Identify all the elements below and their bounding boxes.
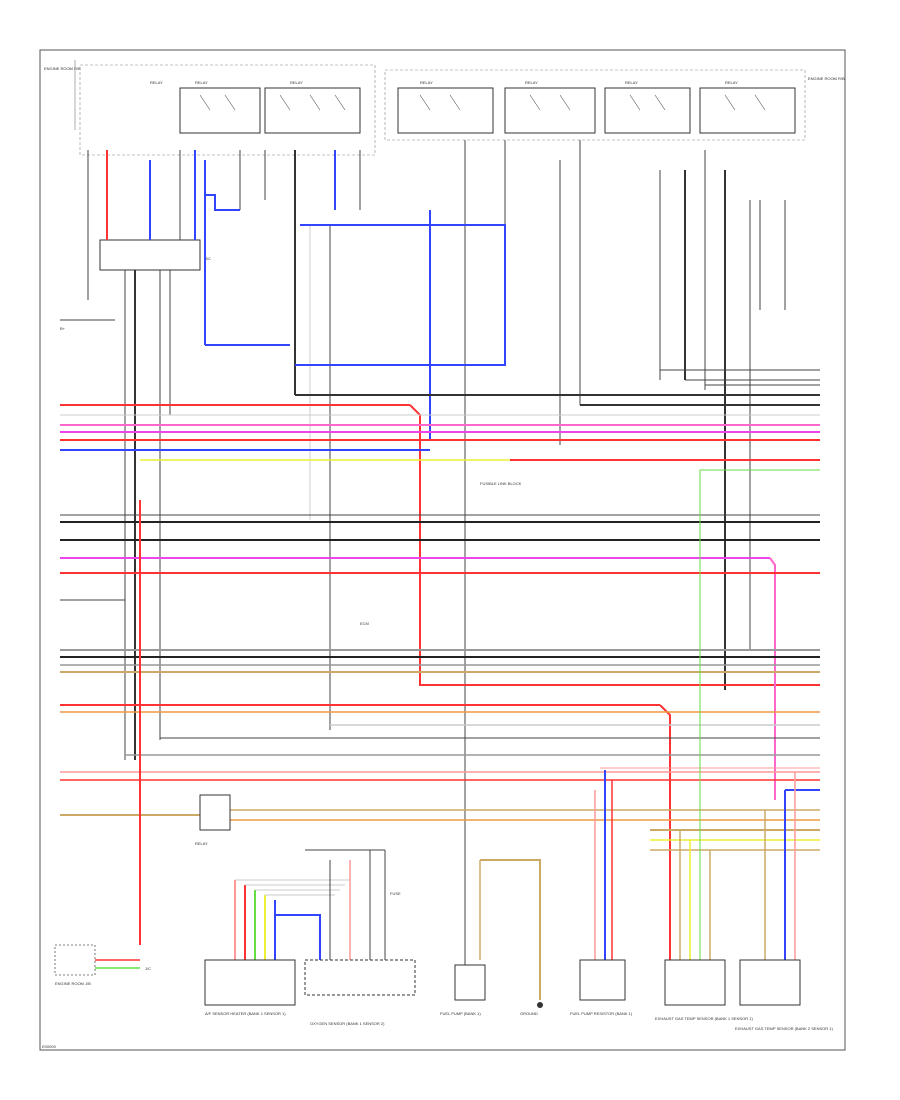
diagram-frame bbox=[39, 49, 846, 1051]
component-af-sensor bbox=[204, 959, 296, 1006]
left-connector-label: B+ bbox=[60, 326, 66, 331]
relay-label-4: RELAY bbox=[420, 80, 433, 85]
component-label-egt-b1: EXHAUST GAS TEMP SENSOR (BANK 1 SENSOR 1… bbox=[655, 1016, 753, 1021]
component-label-ground: GROUND bbox=[520, 1011, 538, 1016]
relay-box-2 bbox=[264, 87, 361, 134]
relay-box-5 bbox=[604, 87, 691, 134]
bottom-left-label: ENGINE ROOM J/B bbox=[55, 981, 91, 986]
blue-top-wire bbox=[205, 194, 240, 211]
relay-box-3 bbox=[397, 87, 494, 134]
fuse-label: FUSE bbox=[390, 891, 401, 896]
right-side-label: ENGINE ROOM R/B bbox=[808, 76, 845, 81]
left-side-label-text: ENGINE ROOM R/B bbox=[44, 66, 81, 71]
top-right-relays: RELAY RELAY RELAY RELAY bbox=[397, 80, 796, 134]
relay-label-5: RELAY bbox=[525, 80, 538, 85]
component-label-af: A/F SENSOR HEATER (BANK 1 SENSOR 1) bbox=[205, 1011, 286, 1016]
relay-label-7: RELAY bbox=[725, 80, 738, 85]
relay-label-2: RELAY bbox=[290, 80, 303, 85]
small-relay-label: RELAY bbox=[195, 841, 208, 846]
component-label-o2: OXYGEN SENSOR (BANK 1 SENSOR 2) bbox=[310, 1021, 385, 1026]
component-fuel-pump bbox=[454, 964, 486, 1001]
component-egt-b1 bbox=[664, 959, 726, 1006]
component-label-resistor: FUEL PUMP RESISTOR (BANK 1) bbox=[570, 1011, 633, 1016]
component-egt-b2 bbox=[739, 959, 801, 1006]
ground-symbol bbox=[537, 1002, 543, 1008]
relay-box-4 bbox=[504, 87, 596, 134]
bottom-components: A/F SENSOR HEATER (BANK 1 SENSOR 1) OXYG… bbox=[204, 959, 833, 1031]
left-side-label: ENGINE ROOM R/B bbox=[44, 60, 81, 130]
sensor-bundle-left: FUSE bbox=[234, 849, 401, 960]
top-left-relays: RELAY RELAY RELAY bbox=[150, 80, 361, 134]
relay-label-1: RELAY bbox=[195, 80, 208, 85]
bottom-junction-label: J/C bbox=[145, 966, 151, 971]
horizontal-buses bbox=[60, 319, 820, 960]
center-module-1-label: FUSIBLE LINK BLOCK bbox=[480, 481, 522, 486]
relay-label-3: RELAY bbox=[150, 80, 163, 85]
component-o2-sensor bbox=[304, 959, 416, 996]
relay-label-6: RELAY bbox=[625, 80, 638, 85]
blue-mid-wire bbox=[295, 224, 506, 366]
bottom-left-block bbox=[54, 944, 96, 976]
relay-box-1 bbox=[179, 87, 261, 134]
top-left-box bbox=[79, 64, 376, 156]
relay-box-6 bbox=[699, 87, 796, 134]
footer-code: E00000 bbox=[42, 1044, 57, 1049]
component-fuel-resistor bbox=[579, 959, 626, 1001]
right-side-label-text: ENGINE ROOM R/B bbox=[808, 76, 845, 81]
upper-connector-block bbox=[99, 239, 201, 271]
upper-junction-label: J/C bbox=[205, 256, 211, 261]
component-label-pump: FUEL PUMP (BANK 1) bbox=[440, 1011, 481, 1016]
small-relay-module bbox=[199, 794, 231, 831]
center-module-2-label: ECM bbox=[360, 621, 369, 626]
lower-drops bbox=[139, 470, 796, 1000]
top-right-box bbox=[384, 69, 806, 141]
component-label-egt-b2: EXHAUST GAS TEMP SENSOR (BANK 2 SENSOR 1… bbox=[735, 1026, 833, 1031]
